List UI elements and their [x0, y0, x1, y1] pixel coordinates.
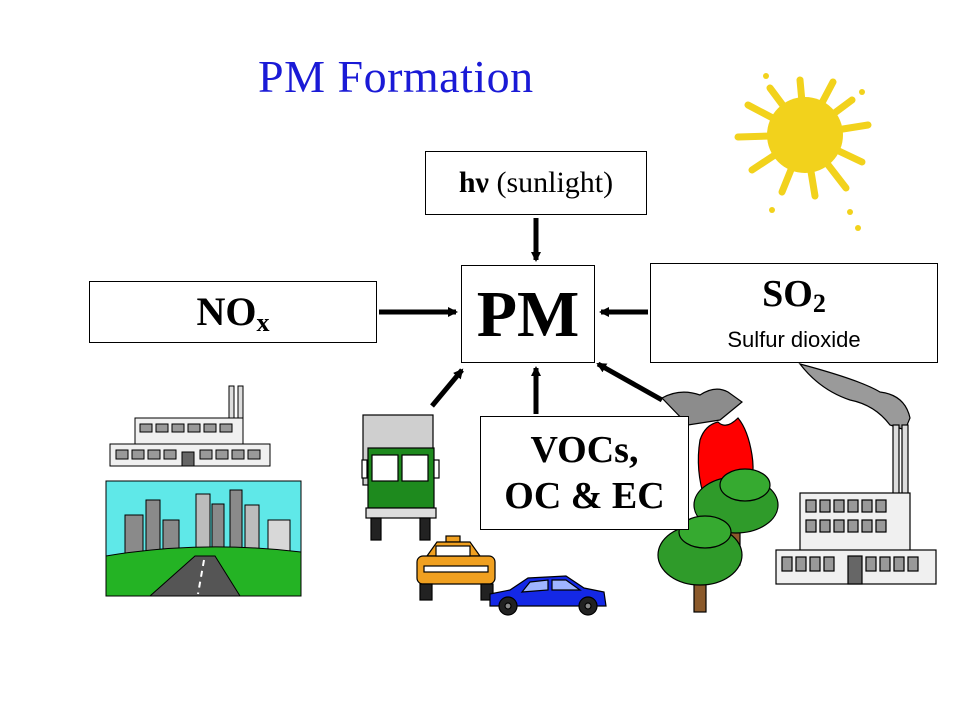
- nox-subscript: x: [256, 308, 270, 337]
- arrow-fire-to-pm: [596, 361, 664, 403]
- so2-box: SO2 Sulfur dioxide: [650, 263, 938, 363]
- taxi-icon: [416, 535, 496, 601]
- sunlight-box: hν (sunlight): [425, 151, 647, 215]
- hv-symbol: hν: [458, 166, 489, 199]
- arrow-vehicles-to-pm: [430, 368, 464, 408]
- car-icon: [489, 575, 607, 616]
- smokestack-factory-icon: [775, 362, 937, 585]
- factory-icon: [109, 385, 271, 467]
- sunlight-label: (sunlight): [496, 166, 614, 199]
- arrows: [379, 218, 664, 414]
- nox-formula: NO: [196, 289, 257, 334]
- trees-icon: [657, 468, 779, 613]
- so2-formula: SO: [762, 273, 813, 315]
- vocs-box: VOCs, OC & EC: [480, 416, 689, 530]
- vocs-line2: OC & EC: [504, 475, 665, 517]
- so2-name: Sulfur dioxide: [727, 327, 861, 352]
- city-icon: [105, 480, 302, 597]
- sun-icon: [734, 73, 872, 231]
- truck-icon: [361, 414, 440, 541]
- vocs-line1: VOCs,: [530, 429, 639, 471]
- pm-box: PM: [461, 265, 595, 363]
- so2-subscript: 2: [812, 289, 826, 318]
- nox-box: NOx: [89, 281, 377, 343]
- page-title: PM Formation: [258, 51, 534, 102]
